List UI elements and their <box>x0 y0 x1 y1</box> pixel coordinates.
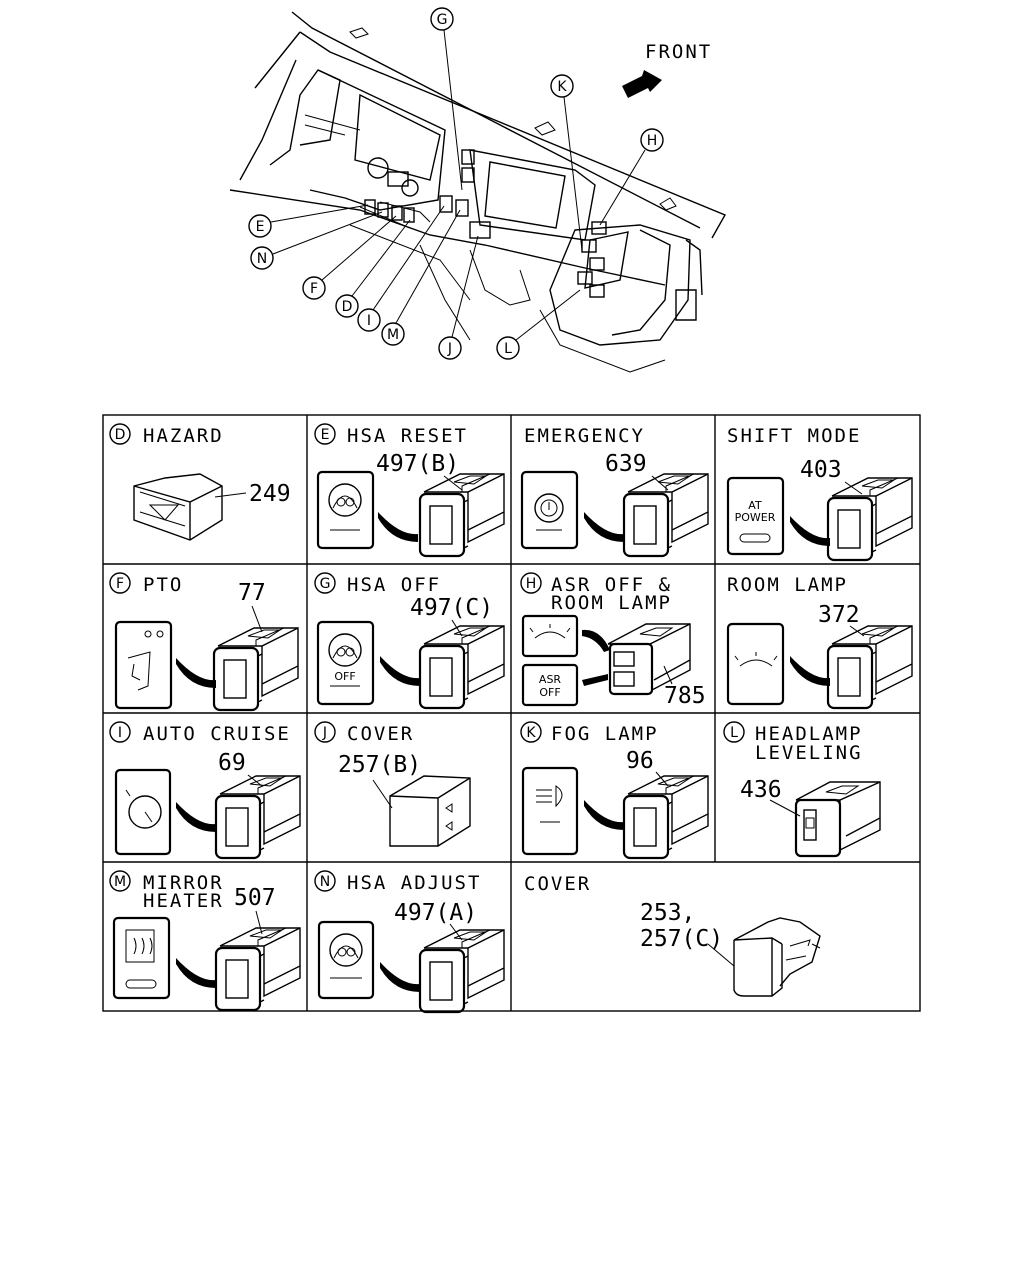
svg-text:E: E <box>256 219 265 235</box>
callout-j: J <box>438 235 479 360</box>
cell-emergency: EMERGENCY 639 <box>520 425 710 558</box>
svg-text:HSA ADJUST: HSA ADJUST <box>347 872 481 894</box>
svg-text:M: M <box>387 327 399 343</box>
svg-text:257(C): 257(C) <box>640 926 723 952</box>
svg-text:HAZARD: HAZARD <box>143 425 224 447</box>
svg-text:FOG LAMP: FOG LAMP <box>551 723 659 745</box>
svg-text:J: J <box>322 725 327 741</box>
svg-text:M: M <box>114 874 126 890</box>
svg-text:OFF: OFF <box>539 686 560 699</box>
cell-cover-j: J COVER 257(B) <box>314 721 471 847</box>
svg-text:H: H <box>526 576 537 592</box>
svg-text:J: J <box>447 341 452 357</box>
svg-text:507: 507 <box>234 885 276 911</box>
svg-text:G: G <box>437 12 448 28</box>
svg-text:497(C): 497(C) <box>410 595 493 621</box>
svg-text:K: K <box>557 79 567 95</box>
callout-h: H <box>599 128 664 226</box>
dashboard-overview: FRONT <box>229 11 726 373</box>
svg-text:HSA RESET: HSA RESET <box>347 425 468 447</box>
front-arrow-icon <box>622 70 662 98</box>
cell-hazard: D HAZARD 249 <box>109 423 291 541</box>
svg-text:D: D <box>115 427 126 443</box>
svg-text:257(B): 257(B) <box>338 752 421 778</box>
cell-room-lamp: ROOM LAMP 372 <box>726 574 914 710</box>
svg-text:HEATER: HEATER <box>143 890 224 912</box>
svg-text:G: G <box>320 576 331 592</box>
svg-text:OFF: OFF <box>334 670 355 683</box>
svg-text:249: 249 <box>249 481 291 507</box>
cell-mirror-heater: M MIRROR HEATER 507 <box>109 870 302 1012</box>
svg-text:LEVELING: LEVELING <box>755 742 863 764</box>
svg-text:MIRROR: MIRROR <box>143 872 224 894</box>
callout-k: K <box>550 74 583 251</box>
svg-text:69: 69 <box>218 750 246 776</box>
svg-text:COVER: COVER <box>347 723 414 745</box>
svg-text:HSA OFF: HSA OFF <box>347 574 441 596</box>
svg-text:AT: AT <box>748 499 762 512</box>
svg-text:F: F <box>116 576 124 592</box>
svg-text:96: 96 <box>626 748 654 774</box>
callout-e: E <box>248 204 369 238</box>
svg-text:497(B): 497(B) <box>376 451 459 477</box>
callout-i: I <box>357 205 445 332</box>
cell-cover-253: COVER 253, 257(C) <box>524 873 821 997</box>
callout-g: G <box>430 7 463 191</box>
svg-text:N: N <box>320 874 330 890</box>
svg-text:ASR OFF &: ASR OFF & <box>551 574 672 596</box>
front-label: FRONT <box>645 41 712 63</box>
svg-text:77: 77 <box>238 580 266 606</box>
cell-hsa-adjust: N HSA ADJUST 497(A) <box>314 870 506 1014</box>
svg-text:I: I <box>118 725 122 741</box>
callouts: G K H E N F D I M J L <box>248 7 664 360</box>
svg-text:N: N <box>257 251 267 267</box>
svg-text:ROOM LAMP: ROOM LAMP <box>551 592 672 614</box>
svg-text:PTO: PTO <box>143 574 183 596</box>
svg-text:253,: 253, <box>640 900 695 926</box>
svg-text:E: E <box>321 427 330 443</box>
callout-n: N <box>250 211 383 270</box>
svg-text:SHIFT MODE: SHIFT MODE <box>727 425 861 447</box>
svg-text:H: H <box>647 133 658 149</box>
svg-text:K: K <box>526 725 536 741</box>
svg-text:372: 372 <box>818 602 860 628</box>
svg-text:D: D <box>342 299 353 315</box>
svg-text:639: 639 <box>605 451 647 477</box>
svg-text:L: L <box>504 341 512 357</box>
svg-text:I: I <box>367 313 371 329</box>
svg-text:F: F <box>310 281 318 297</box>
svg-text:EMERGENCY: EMERGENCY <box>524 425 645 447</box>
cell-fog-lamp: K FOG LAMP 96 <box>520 721 710 860</box>
svg-text:ASR: ASR <box>539 673 562 686</box>
svg-text:AUTO CRUISE: AUTO CRUISE <box>143 723 291 745</box>
svg-text:436: 436 <box>740 777 782 803</box>
cell-asr-off-room-lamp: H ASR OFF & ROOM LAMP 785 ASR OFF <box>520 572 706 709</box>
cell-pto: F PTO 77 <box>109 572 300 712</box>
cell-hsa-off: G HSA OFF 497(C) OFF <box>314 572 506 710</box>
cell-hsa-reset: E HSA RESET 497(B) <box>314 423 506 558</box>
svg-text:L: L <box>730 725 738 741</box>
parts-grid <box>102 414 921 1012</box>
callout-f: F <box>302 215 397 300</box>
svg-text:403: 403 <box>800 457 842 483</box>
cell-headlamp-leveling: L HEADLAMP LEVELING 436 <box>723 721 881 858</box>
svg-text:HEADLAMP: HEADLAMP <box>755 723 863 745</box>
cell-shift-mode: SHIFT MODE 403 AT POWER <box>726 425 914 562</box>
svg-text:POWER: POWER <box>735 511 776 524</box>
svg-text:497(A): 497(A) <box>394 900 477 926</box>
callout-d: D <box>335 219 411 318</box>
svg-text:ROOM LAMP: ROOM LAMP <box>727 574 848 596</box>
svg-text:COVER: COVER <box>524 873 591 895</box>
svg-text:785: 785 <box>664 683 706 709</box>
cell-auto-cruise: I AUTO CRUISE 69 <box>109 721 302 860</box>
callout-l: L <box>496 289 581 360</box>
callout-m: M <box>381 209 461 346</box>
